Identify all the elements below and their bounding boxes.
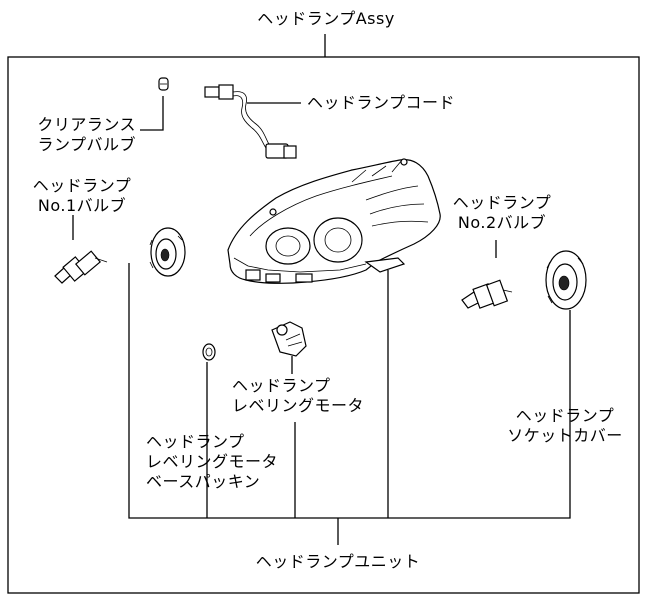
clearance-bulb-label: クリアランス ランプバルブ [37, 115, 136, 154]
no2-socket-cover-part [545, 250, 587, 310]
leveling-motor-label: ヘッドランプ レベリングモータ [232, 376, 365, 415]
no2-bulb-part [461, 240, 513, 309]
no1-bulb-part [54, 215, 108, 284]
headlamp-unit-label: ヘッドランプユニット [255, 552, 421, 571]
headlamp-assy-label: ヘッドランプAssy [257, 9, 395, 28]
assy-frame [7, 34, 640, 594]
leveling-packing-label: ヘッドランプ レベリングモータ ベースパッキン [146, 432, 279, 491]
no1-bulb-label: ヘッドランプ No.1バルブ [32, 176, 132, 215]
no1-socket-cover-part [149, 227, 186, 277]
headlamp-cord-label: ヘッドランプコード [307, 93, 456, 112]
headlamp-unit-part [227, 158, 441, 284]
clearance-bulb-part [140, 77, 169, 131]
socket-cover-label: ヘッドランプ ソケットカバー [507, 406, 623, 445]
headlamp-cord-part [204, 84, 301, 159]
no2-bulb-label: ヘッドランプ No.2バルブ [452, 193, 552, 232]
headlamp-unit-bracket [128, 263, 571, 545]
leveling-packing-part [202, 343, 216, 361]
leveling-motor-part [271, 321, 307, 374]
